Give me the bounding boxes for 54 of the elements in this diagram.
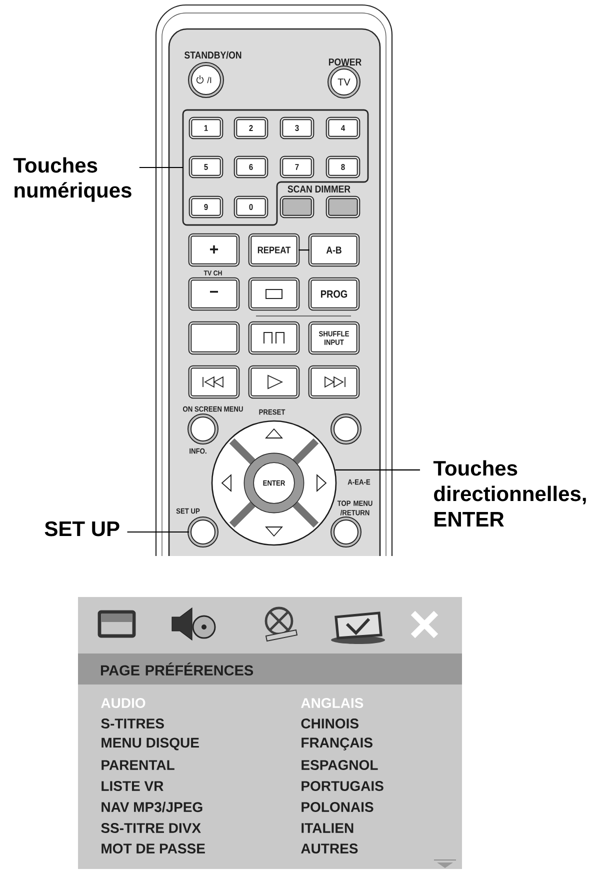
button-label: STANDBY/ON bbox=[184, 51, 242, 59]
menu-item: AUTRES bbox=[301, 844, 358, 854]
menu-item: CHINOIS bbox=[301, 718, 358, 728]
round-button bbox=[188, 516, 218, 548]
round-button bbox=[188, 414, 218, 444]
button-label: POWER bbox=[328, 58, 362, 66]
remote-button: REPEAT bbox=[248, 233, 300, 267]
remote-button bbox=[308, 365, 360, 399]
menu-item: ESPAGNOL bbox=[302, 760, 378, 770]
remote-button: A-B bbox=[308, 233, 360, 267]
remote-button bbox=[280, 196, 314, 218]
leader-line bbox=[139, 166, 183, 168]
leader-line bbox=[127, 531, 189, 533]
number-key: 6 bbox=[234, 156, 268, 178]
number-key: 8 bbox=[326, 156, 360, 178]
remote-button bbox=[188, 365, 240, 399]
remote-button bbox=[248, 365, 300, 399]
menu-item: S-TITRES bbox=[101, 718, 164, 728]
remote-button: PROG bbox=[308, 277, 360, 311]
number-key: 0 bbox=[234, 196, 268, 218]
round-button bbox=[330, 414, 362, 444]
menu-item: ITALIEN bbox=[302, 823, 354, 833]
menu-item: MOT DE PASSE bbox=[102, 844, 205, 854]
callout-text: SET UP bbox=[44, 521, 120, 536]
number-key: 3 bbox=[280, 116, 314, 140]
round-button bbox=[330, 516, 362, 548]
remote-button: + bbox=[188, 233, 240, 267]
callout-text: Touches directionnelles, ENTER bbox=[433, 460, 586, 526]
number-key: 9 bbox=[188, 196, 224, 218]
header-band: PAGE PRÉFÉRENCES bbox=[78, 654, 462, 684]
menu-item: LISTE VR bbox=[102, 781, 164, 791]
remote-button bbox=[188, 321, 240, 355]
connector-line bbox=[298, 249, 310, 251]
remote-button bbox=[326, 196, 360, 218]
leader-line bbox=[335, 469, 420, 471]
number-key: 2 bbox=[234, 116, 268, 140]
number-key: 5 bbox=[188, 156, 224, 178]
menu-item: SS-TITRE DIVX bbox=[101, 823, 201, 833]
menu-item: PARENTAL bbox=[102, 760, 174, 770]
remote-button bbox=[248, 277, 300, 311]
printed-label: SCAN DIMMER bbox=[288, 185, 350, 193]
number-key: 7 bbox=[280, 156, 314, 178]
menu-item: NAV MP3/JPEG bbox=[102, 802, 202, 812]
remote-button: − bbox=[188, 277, 240, 311]
menu-item: MENU DISQUE bbox=[102, 738, 199, 750]
menu-item: PORTUGAIS bbox=[302, 781, 384, 791]
menu-item: POLONAIS bbox=[302, 802, 374, 812]
menu-item: FRANÇAIS bbox=[302, 738, 372, 750]
round-button: TV bbox=[328, 66, 360, 98]
callout-text: Touches numériques bbox=[13, 157, 132, 202]
number-key: 1 bbox=[188, 116, 224, 140]
remote-button bbox=[248, 321, 300, 355]
number-key: 4 bbox=[326, 116, 360, 140]
key-group-outline bbox=[182, 109, 369, 226]
